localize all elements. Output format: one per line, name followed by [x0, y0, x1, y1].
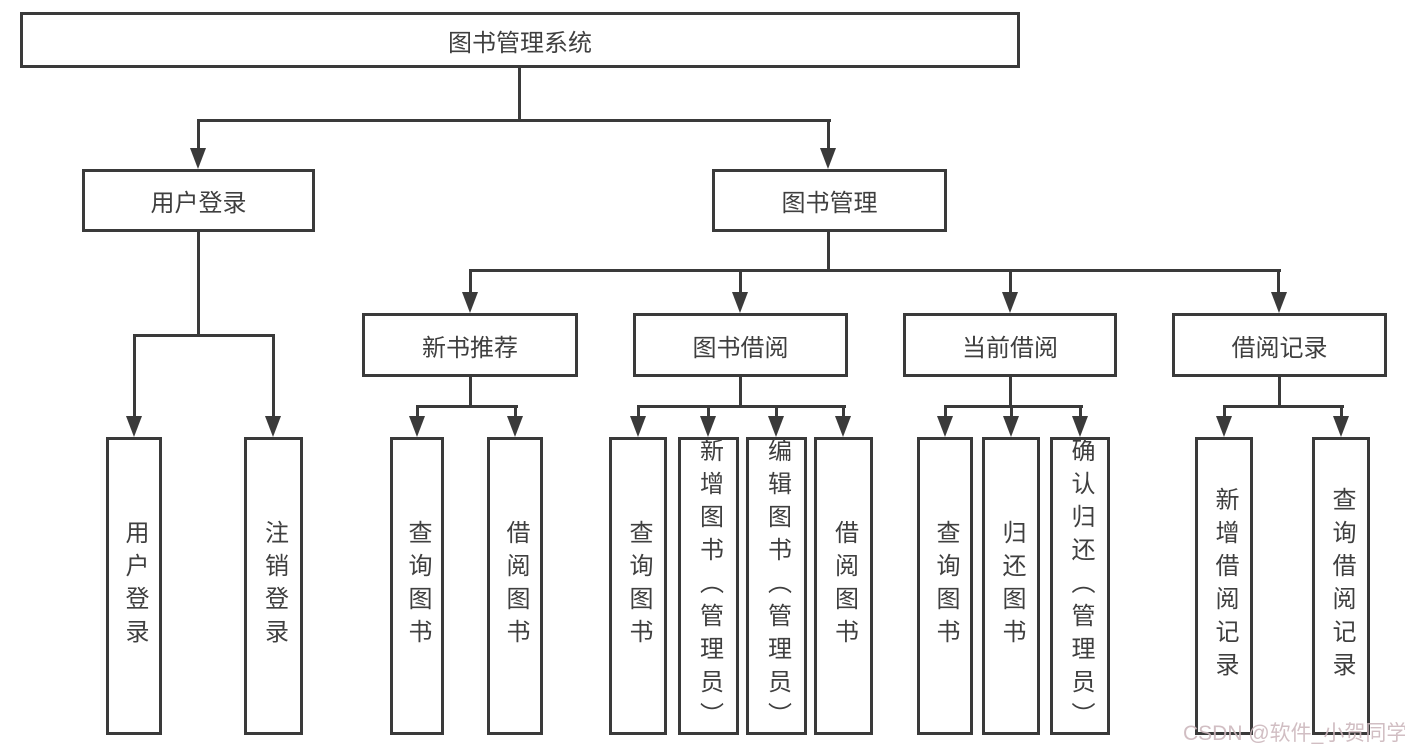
- connector-current-borrow-stem-line: [1009, 377, 1012, 408]
- connector-drop-bb-query-line: [637, 405, 640, 419]
- arrowhead-leaf-logout-icon: [265, 416, 281, 437]
- leaf-nb-query-books: 查询图书: [390, 437, 444, 735]
- arrowhead-book-borrow-icon: [732, 292, 748, 313]
- node-user-login-label: 用户登录: [150, 190, 247, 217]
- leaf-br-query-record-label: 查询借阅记录: [1328, 487, 1355, 685]
- leaf-cb-query-books-label: 查询图书: [932, 520, 959, 652]
- connector-user-login-stem-line: [197, 232, 200, 337]
- node-borrowing-records-label: 借阅记录: [1231, 334, 1328, 362]
- arrowhead-nb-borrow-icon: [507, 416, 523, 437]
- node-current-borrowing-label: 当前借阅: [962, 334, 1058, 362]
- node-book-management-label: 图书管理: [781, 190, 878, 217]
- leaf-cb-confirm-return-admin-label: 确认归还（管理员）: [1067, 437, 1094, 735]
- node-book-management: 图书管理: [712, 169, 947, 232]
- connector-drop-leaf-logout-line: [272, 334, 275, 418]
- connector-new-book-stem-line: [469, 377, 472, 408]
- csdn-watermark: CSDN @软件_小贺同学: [1183, 722, 1405, 745]
- leaf-nb-borrow-books-label: 借阅图书: [502, 520, 529, 652]
- node-root: 图书管理系统: [20, 12, 1020, 68]
- leaf-logout-label: 注销登录: [260, 520, 288, 652]
- node-user-login: 用户登录: [82, 169, 315, 232]
- leaf-bb-query-books-label: 查询图书: [625, 520, 652, 652]
- arrowhead-bb-borrow-icon: [835, 416, 851, 437]
- connector-drop-user-login-line: [197, 119, 200, 149]
- connector-root-stem-line: [518, 68, 521, 121]
- connector-drop-current-borrow-line: [1009, 269, 1012, 295]
- leaf-bb-edit-books-admin: 编辑图书（管理员）: [746, 437, 807, 735]
- node-book-borrowing-label: 图书借阅: [692, 334, 789, 362]
- arrowhead-cb-confirm-icon: [1072, 416, 1088, 437]
- arrowhead-borrow-records-icon: [1271, 292, 1287, 313]
- arrowhead-cb-return-icon: [1003, 416, 1019, 437]
- connector-borrow-records-stem-line: [1278, 377, 1281, 408]
- leaf-cb-return-books-label: 归还图书: [998, 520, 1025, 652]
- connector-user-login-bus-line: [133, 334, 275, 337]
- arrowhead-br-query-icon: [1333, 416, 1349, 437]
- leaf-br-add-record: 新增借阅记录: [1195, 437, 1253, 735]
- connector-drop-bb-add-line: [707, 405, 710, 419]
- arrowhead-br-add-icon: [1216, 416, 1232, 437]
- connector-drop-nb-borrow-line: [514, 405, 517, 419]
- leaf-bb-edit-books-admin-label: 编辑图书（管理员）: [763, 437, 791, 735]
- node-root-label: 图书管理系统: [448, 29, 592, 57]
- leaf-bb-query-books: 查询图书: [609, 437, 667, 735]
- arrowhead-book-mgmt-icon: [820, 148, 836, 169]
- connector-drop-br-query-line: [1340, 405, 1343, 419]
- connector-drop-borrow-records-line: [1277, 269, 1280, 295]
- leaf-bb-add-books-admin: 新增图书（管理员）: [678, 437, 739, 735]
- node-new-book-recommend: 新书推荐: [362, 313, 578, 377]
- arrowhead-nb-query-icon: [409, 416, 425, 437]
- leaf-cb-query-books: 查询图书: [917, 437, 973, 735]
- leaf-br-query-record: 查询借阅记录: [1312, 437, 1370, 735]
- arrowhead-user-login-icon: [190, 148, 206, 169]
- leaf-cb-return-books: 归还图书: [982, 437, 1040, 735]
- leaf-bb-borrow-books-label: 借阅图书: [830, 520, 858, 652]
- connector-drop-cb-query-line: [944, 405, 947, 419]
- arrowhead-bb-add-icon: [700, 416, 716, 437]
- connector-book-mgmt-bus-line: [469, 269, 1281, 272]
- connector-book-mgmt-stem-line: [827, 232, 830, 272]
- connector-borrow-records-bus-line: [1223, 405, 1344, 408]
- leaf-user-login-label: 用户登录: [121, 520, 148, 652]
- node-book-borrowing: 图书借阅: [633, 313, 848, 377]
- arrowhead-leaf-login-icon: [126, 416, 142, 437]
- connector-root-bus-line: [197, 119, 831, 122]
- connector-drop-nb-query-line: [416, 405, 419, 419]
- connector-drop-leaf-login-line: [133, 334, 136, 418]
- leaf-br-add-record-label: 新增借阅记录: [1211, 487, 1238, 685]
- connector-drop-cb-return-line: [1010, 405, 1013, 419]
- leaf-bb-add-books-admin-label: 新增图书（管理员）: [695, 437, 723, 735]
- connector-drop-new-book-line: [469, 269, 472, 295]
- arrowhead-new-book-icon: [462, 292, 478, 313]
- connector-current-borrow-bus-line: [944, 405, 1083, 408]
- node-current-borrowing: 当前借阅: [903, 313, 1117, 377]
- connector-drop-br-add-line: [1223, 405, 1226, 419]
- leaf-nb-query-books-label: 查询图书: [404, 520, 431, 652]
- connector-drop-bb-borrow-line: [842, 405, 845, 419]
- arrowhead-bb-query-icon: [630, 416, 646, 437]
- connector-drop-cb-confirm-line: [1079, 405, 1082, 419]
- connector-drop-book-borrow-line: [739, 269, 742, 295]
- connector-drop-book-mgmt-line: [827, 119, 830, 149]
- node-borrowing-records: 借阅记录: [1172, 313, 1387, 377]
- leaf-user-login: 用户登录: [106, 437, 162, 735]
- leaf-nb-borrow-books: 借阅图书: [487, 437, 543, 735]
- leaf-logout: 注销登录: [244, 437, 303, 735]
- arrowhead-current-borrow-icon: [1002, 292, 1018, 313]
- connector-book-borrow-bus-line: [637, 405, 846, 408]
- connector-new-book-bus-line: [416, 405, 518, 408]
- leaf-bb-borrow-books: 借阅图书: [814, 437, 873, 735]
- arrowhead-cb-query-icon: [937, 416, 953, 437]
- connector-drop-bb-edit-line: [775, 405, 778, 419]
- leaf-cb-confirm-return-admin: 确认归还（管理员）: [1050, 437, 1110, 735]
- arrowhead-bb-edit-icon: [768, 416, 784, 437]
- connector-book-borrow-stem-line: [739, 377, 742, 408]
- node-new-book-recommend-label: 新书推荐: [422, 334, 518, 362]
